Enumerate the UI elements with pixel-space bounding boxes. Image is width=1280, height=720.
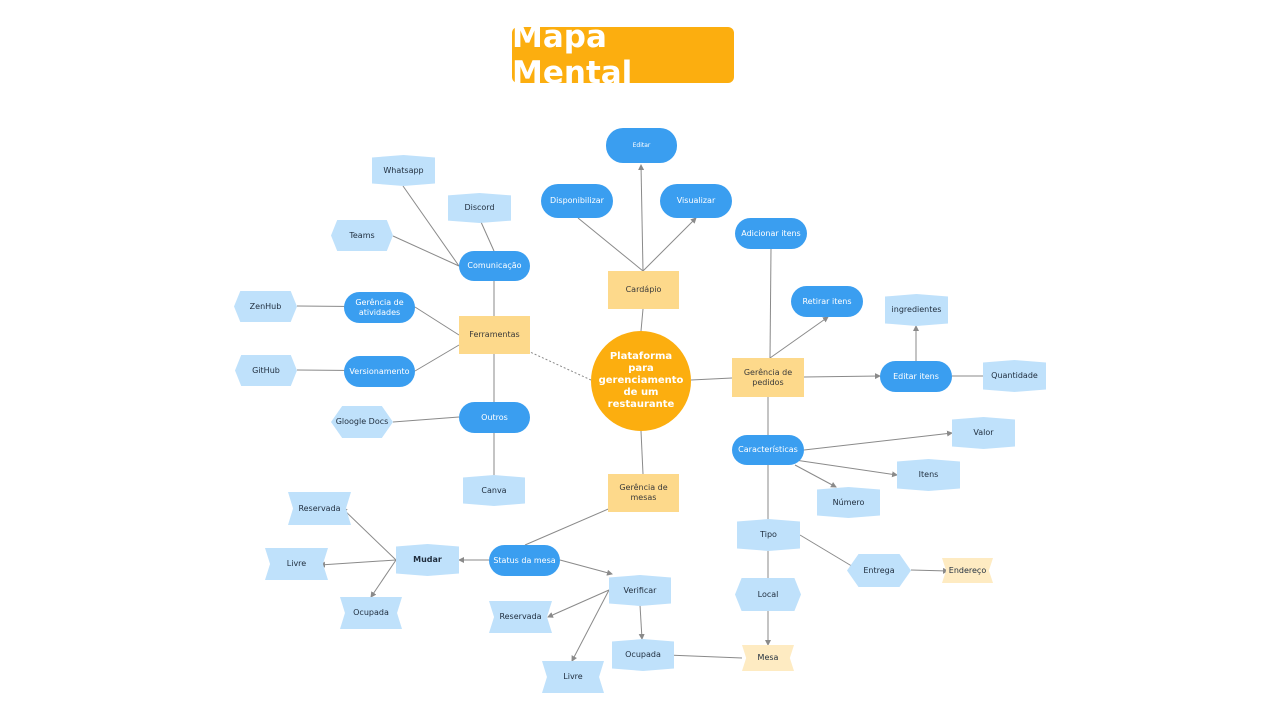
connector-line [529,351,592,381]
connector-line [640,430,644,475]
node-outros[interactable]: Outros [459,402,530,433]
connector-line [547,589,610,618]
node-caracteristicas[interactable]: Características [732,435,804,465]
node-reservada-1[interactable]: Reservada [288,492,351,525]
node-discord[interactable]: Discord [448,193,511,223]
node-gerencia-mesas[interactable]: Gerência de mesas [608,474,679,512]
node-livre-1[interactable]: Livre [265,548,328,580]
connector-line [799,534,861,572]
connector-line [392,416,460,423]
node-comunicacao[interactable]: Comunicação [459,251,530,281]
connector-line [794,464,837,488]
connector-line [640,308,644,332]
node-numero[interactable]: Número [817,487,880,518]
node-itens[interactable]: Itens [897,459,960,491]
node-mudar[interactable]: Mudar [396,544,459,576]
node-whatsapp[interactable]: Whatsapp [372,155,435,186]
node-endereco[interactable]: Endereço [942,558,993,583]
node-retirar-itens[interactable]: Retirar itens [791,286,863,317]
node-tipo[interactable]: Tipo [737,519,800,551]
node-google-docs[interactable]: Gloogle Docs [331,406,393,438]
node-canva[interactable]: Canva [463,475,525,506]
node-ferramentas[interactable]: Ferramentas [459,316,530,354]
node-verificar[interactable]: Verificar [609,575,671,606]
node-gerencia-atividades[interactable]: Gerência de atividades [344,292,415,323]
node-ocupada-1[interactable]: Ocupada [340,597,402,629]
connector-line [769,316,829,359]
connector-line [559,559,613,576]
node-reservada-2[interactable]: Reservada [489,601,552,633]
node-mesa[interactable]: Mesa [742,645,794,671]
connector-line [910,567,949,574]
connector-line [638,604,645,640]
node-zenhub[interactable]: ZenHub [234,291,297,322]
node-valor[interactable]: Valor [952,417,1015,449]
node-entrega[interactable]: Entrega [847,554,911,587]
node-ocupada-2[interactable]: Ocupada [612,639,674,671]
node-editar[interactable]: Editar [606,128,677,163]
node-editar-itens[interactable]: Editar itens [880,361,952,392]
connector-line [480,221,495,252]
connector-line [794,459,898,478]
node-local[interactable]: Local [735,578,801,611]
connector-line [577,217,644,272]
connector-line [571,589,610,662]
node-status-mesa[interactable]: Status da mesa [489,545,560,576]
node-github[interactable]: GitHub [235,355,297,386]
node-livre-2[interactable]: Livre [542,661,604,693]
node-versionamento[interactable]: Versionamento [344,356,415,387]
connector-line [319,559,397,568]
connector-line [414,306,460,336]
connector-line [803,373,881,380]
node-gerencia-pedidos[interactable]: Gerência de pedidos [732,358,804,397]
connector-line [341,507,397,561]
node-disponibilizar[interactable]: Disponibilizar [541,184,613,218]
connector-line [803,430,953,451]
connector-line [392,235,460,267]
node-ingredientes[interactable]: ingredientes [885,294,948,326]
connector-line [666,652,743,659]
node-adicionar-itens[interactable]: Adicionar itens [735,218,807,249]
node-cardapio[interactable]: Cardápio [608,271,679,309]
connector-line [414,344,460,372]
connector-line [690,377,733,381]
connector-line [769,248,772,359]
connector-line [370,559,397,598]
node-teams[interactable]: Teams [331,220,393,251]
connector-line [638,164,645,272]
node-visualizar[interactable]: Visualizar [660,184,732,218]
node-quantidade[interactable]: Quantidade [983,360,1046,392]
connector-line [642,217,697,272]
central-topic[interactable]: Plataforma para gerenciamento de um rest… [591,331,691,431]
connector-line [402,185,460,267]
